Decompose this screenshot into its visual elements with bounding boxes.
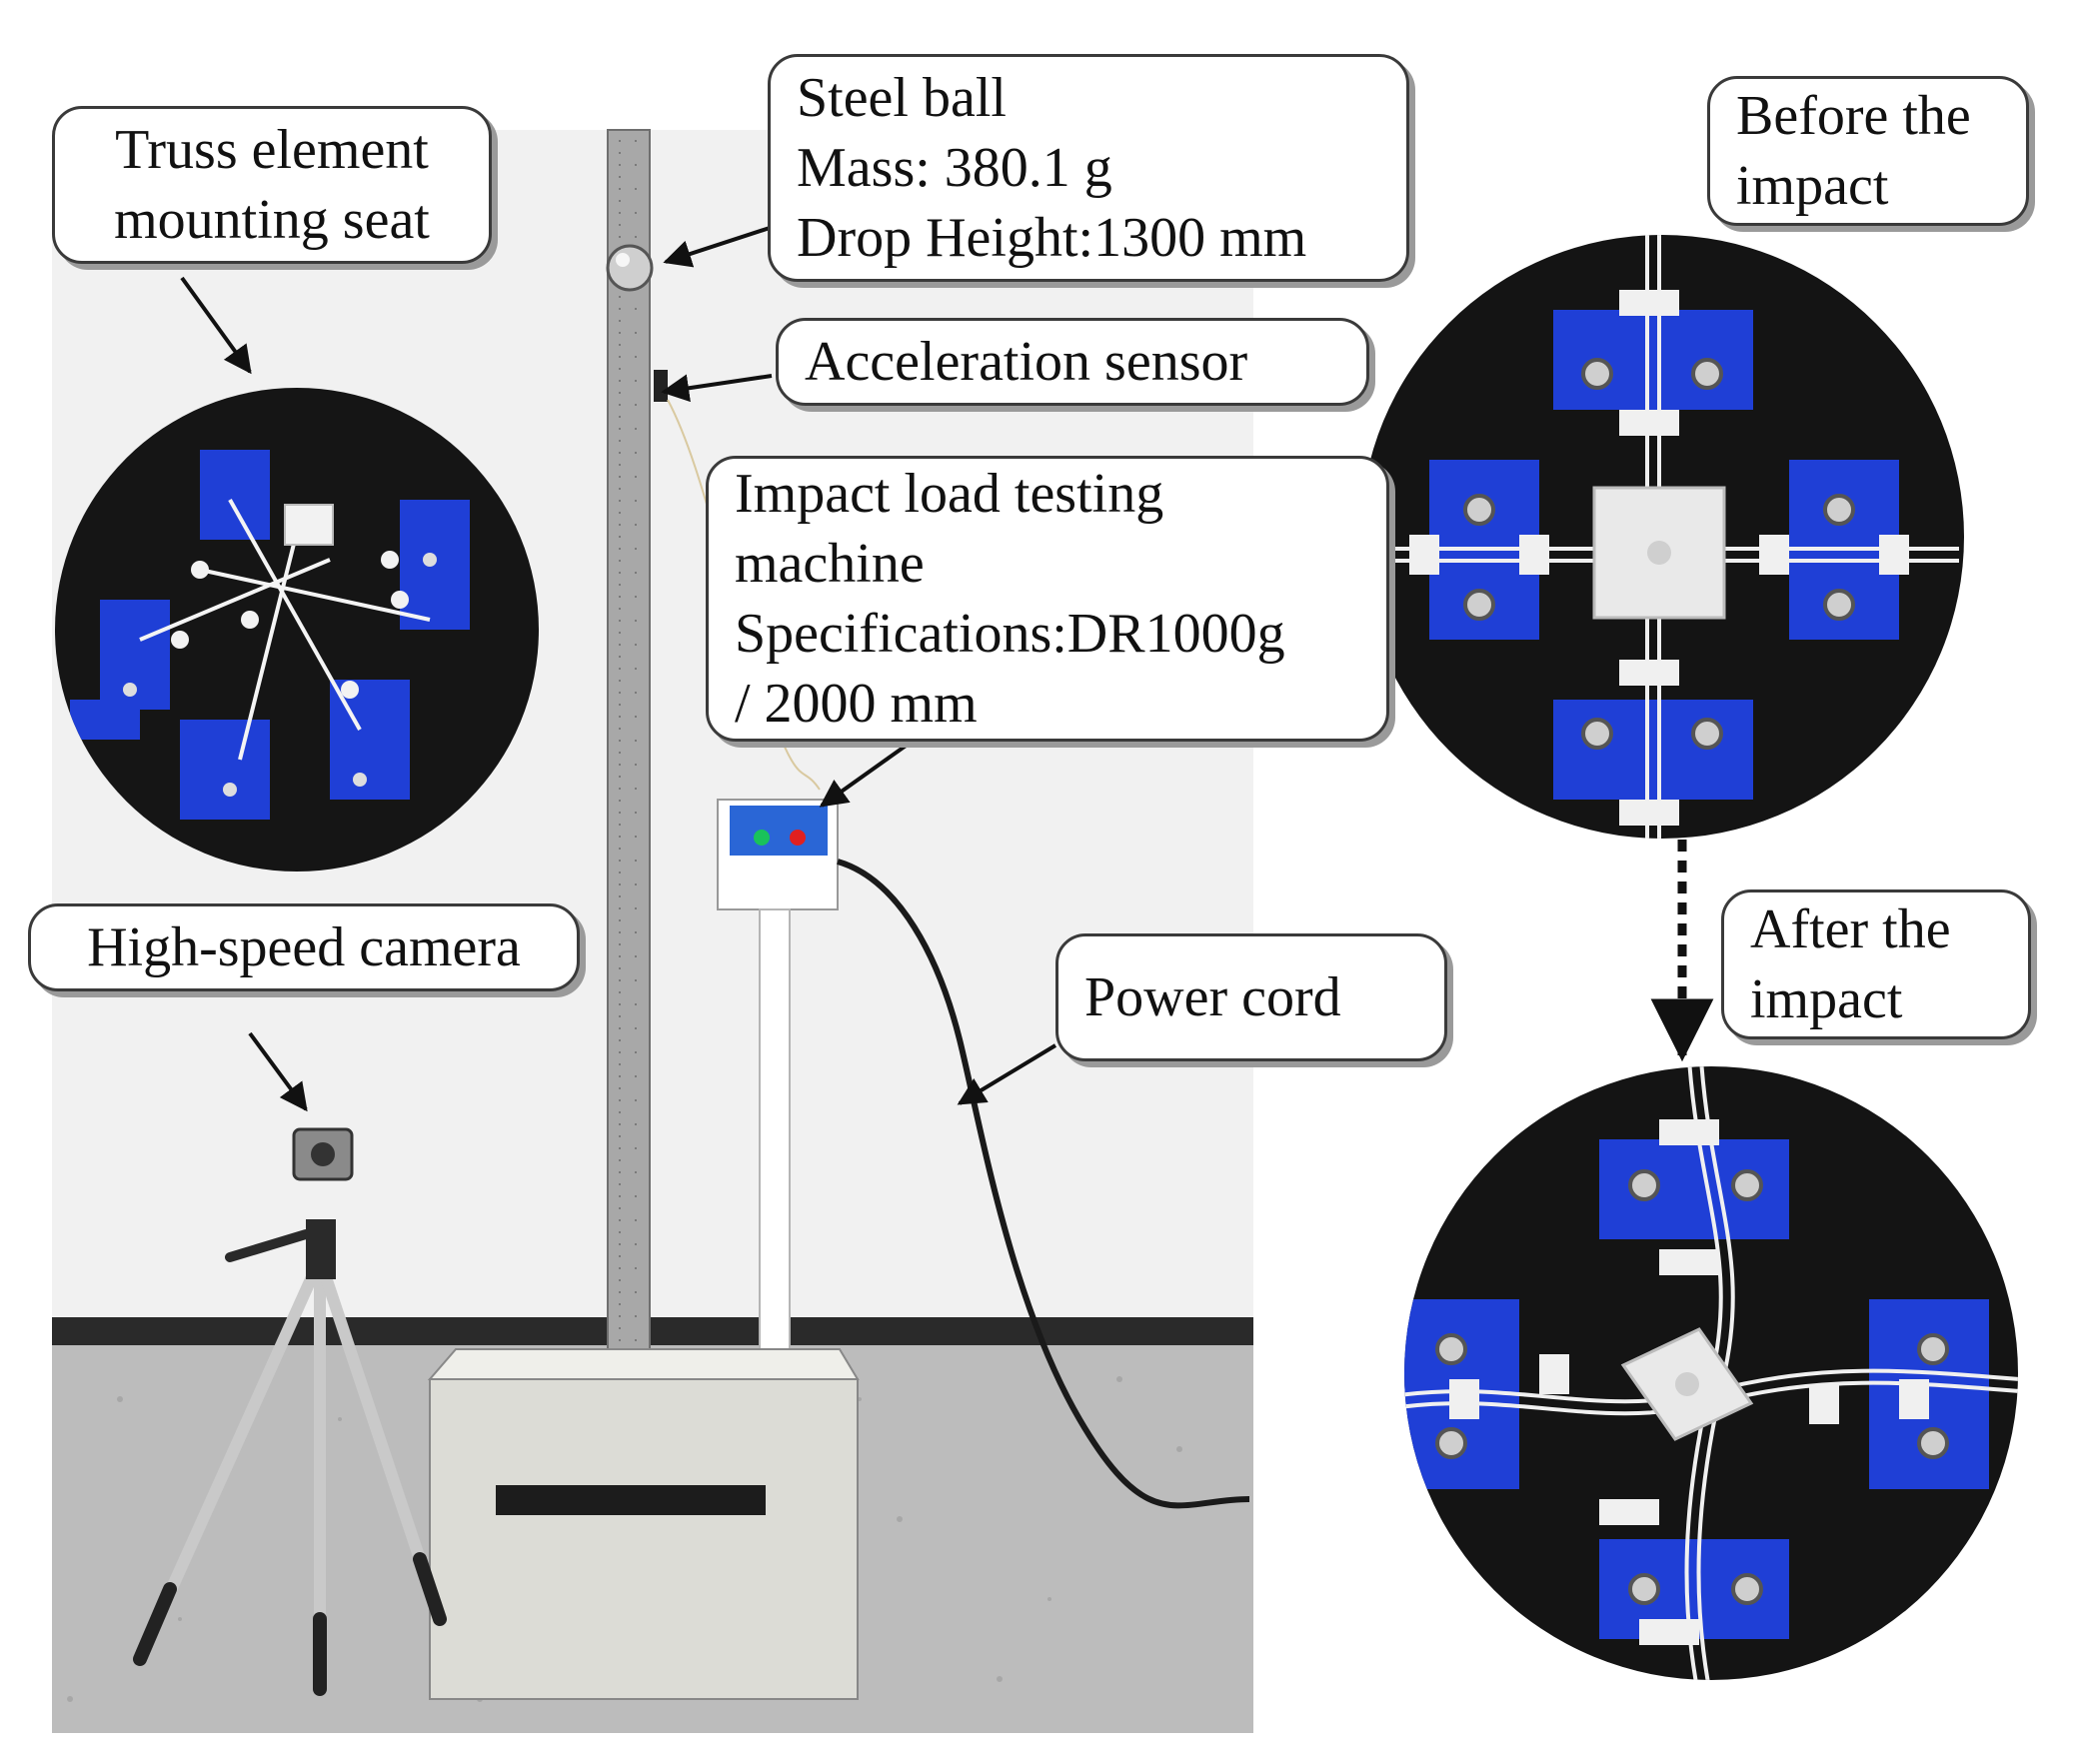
truss-seat-inset [55, 388, 539, 872]
arrow-truss-seat [180, 276, 252, 375]
label-testing-machine: Impact load testing machine Specificatio… [706, 456, 1389, 742]
base-box-top [427, 1348, 860, 1380]
label-acceleration-sensor-text: Acceleration sensor [805, 331, 1248, 393]
label-after-impact: After the impact [1721, 889, 2031, 1039]
arrows [180, 226, 1714, 1112]
floor-skirting [52, 1317, 1253, 1345]
label-before-impact-line-2: impact [1736, 155, 1889, 217]
label-testing-machine-line-4: / 2000 mm [735, 673, 978, 735]
label-before-impact: Before the impact [1707, 76, 2029, 226]
base-box [429, 1378, 859, 1700]
before-impact-inset [1360, 235, 1964, 839]
bolts-after [1435, 1169, 1949, 1605]
label-testing-machine-line-3: Specifications:DR1000g [735, 603, 1285, 665]
label-high-speed-camera-text: High-speed camera [87, 916, 521, 978]
label-steel-ball-line-2: Mass: 380.1 g [797, 137, 1112, 199]
arrow-high-speed-camera [248, 1031, 308, 1112]
label-testing-machine-line-2: machine [735, 533, 925, 595]
label-power-cord-text: Power cord [1084, 966, 1341, 1028]
steel-ball [606, 244, 654, 292]
label-after-impact-line-1: After the [1750, 898, 1951, 960]
acceleration-sensor [654, 370, 668, 402]
label-acceleration-sensor: Acceleration sensor [776, 318, 1369, 406]
arrow-power-cord [957, 1043, 1057, 1105]
label-truss-seat-line-1: Truss element [115, 119, 429, 181]
label-before-impact-line-1: Before the [1736, 85, 1971, 147]
label-truss-seat-line-2: mounting seat [114, 189, 430, 251]
label-after-impact-line-2: impact [1750, 968, 1903, 1030]
after-impact-inset [1404, 1066, 2018, 1680]
label-power-cord: Power cord [1055, 933, 1447, 1061]
bolts-before [1463, 358, 1855, 750]
label-truss-seat: Truss element mounting seat [52, 106, 492, 264]
arrow-testing-machine [819, 730, 928, 808]
controller-panel [730, 806, 828, 856]
label-steel-ball-line-1: Steel ball [797, 67, 1007, 129]
truss-node [284, 504, 334, 546]
arrow-acceleration-sensor [661, 374, 773, 403]
arrow-steel-ball [663, 226, 771, 268]
label-steel-ball-line-3: Drop Height:1300 mm [797, 207, 1307, 269]
power-cable [837, 859, 1250, 1509]
truss-members [139, 499, 431, 761]
label-testing-machine-line-1: Impact load testing [735, 463, 1164, 525]
label-high-speed-camera: High-speed camera [28, 903, 580, 991]
drop-tower-ruler [607, 129, 651, 1510]
label-steel-ball: Steel ball Mass: 380.1 g Drop Height:130… [768, 54, 1409, 282]
